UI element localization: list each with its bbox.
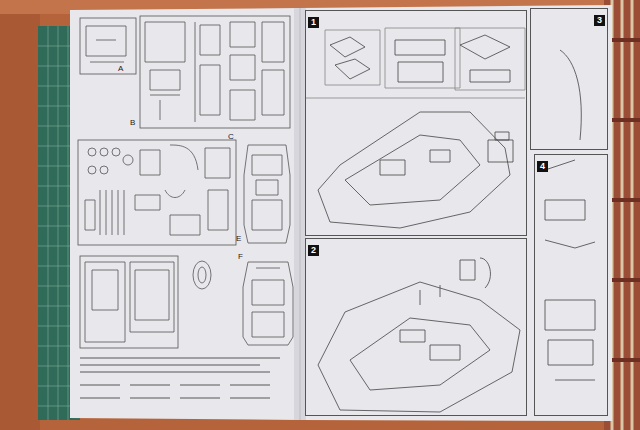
sprue-parts-shape (80, 256, 178, 348)
assembly-drawings-shape (350, 318, 490, 390)
sprue-parts-shape (252, 155, 282, 230)
instruction-sheet-shape (300, 8, 301, 420)
sprue-parts-shape (85, 145, 230, 235)
sprue-parts-shape (145, 22, 284, 122)
sprue-parts-shape (123, 155, 133, 165)
step-number: 2 (308, 245, 319, 256)
assembly-drawings-shape (545, 50, 595, 380)
rug-shape (612, 0, 632, 430)
instruction-sheet (70, 5, 612, 421)
sprue-parts-shape (243, 262, 293, 345)
sprue-parts-shape (78, 140, 236, 245)
sprue-parts-shape (198, 267, 206, 283)
step-panel: 3 (530, 8, 608, 150)
sprue-parts-shape (140, 16, 290, 128)
sprue-letter: C (228, 132, 234, 141)
sprue-letter: B (130, 118, 135, 127)
sprue-parts-shape (100, 148, 108, 156)
sprue-letter: F (238, 252, 243, 261)
sprue-parts-shape (193, 261, 211, 289)
assembly-drawings-shape (318, 282, 520, 412)
step-panel: 4 (534, 154, 608, 416)
assembly-drawings (305, 28, 595, 412)
sprue-parts-shape (252, 268, 284, 337)
assembly-drawings-shape (330, 35, 510, 82)
sprue-letter: A (118, 64, 123, 73)
sprue-parts-shape (88, 148, 96, 156)
sprue-parts-shape (80, 18, 136, 74)
assembly-drawings-shape (305, 98, 525, 99)
assembly-drawings-shape (488, 132, 513, 162)
sprue-parts-shape (100, 166, 108, 174)
sprue-letter: E (236, 234, 241, 243)
assembly-drawings-shape (345, 135, 480, 205)
sprue-parts-shape (112, 148, 120, 156)
sprue-parts (78, 16, 293, 398)
assembly-drawings-shape (420, 258, 490, 305)
step-panel: 1 (305, 10, 527, 236)
table-shape (0, 14, 40, 430)
sprue-parts-shape (85, 262, 174, 342)
assembly-drawings-shape (318, 112, 510, 228)
step-number: 4 (537, 161, 548, 172)
assembly-drawings-shape (325, 28, 525, 90)
step-number: 3 (594, 15, 605, 26)
step-number: 1 (308, 17, 319, 28)
sprue-parts-shape (244, 145, 290, 243)
step-panel: 2 (305, 238, 527, 416)
sprue-parts-shape (86, 26, 126, 62)
sprue-parts-shape (88, 166, 96, 174)
instruction-sheet-shape (70, 5, 612, 421)
sprue-parts-shape (80, 358, 280, 398)
